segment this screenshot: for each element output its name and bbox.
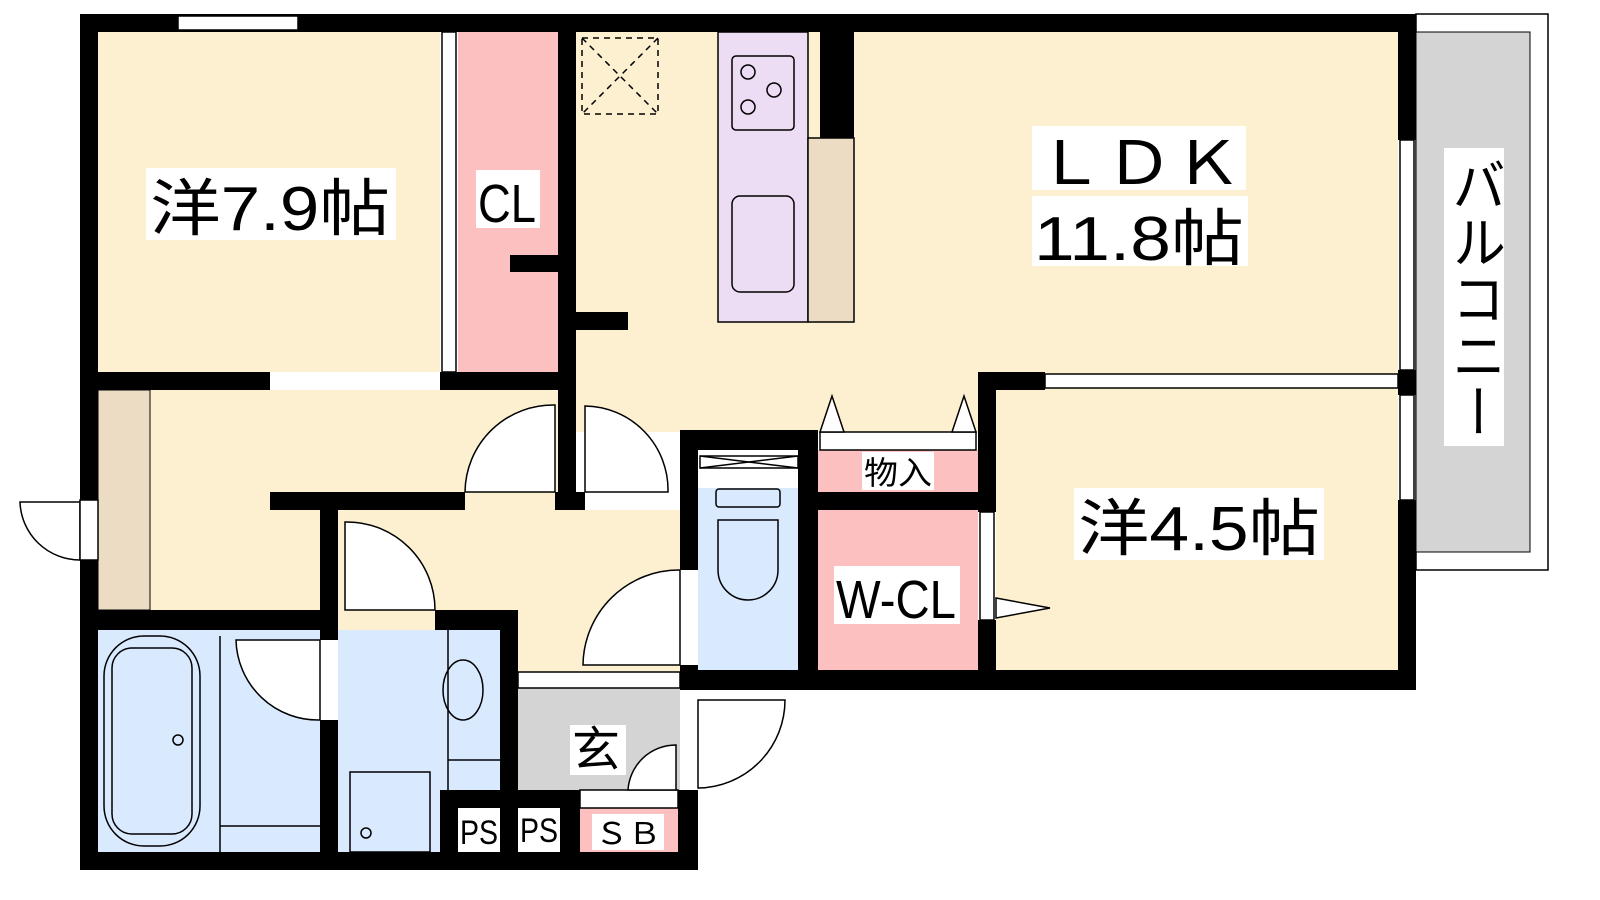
ps-box-1 [458, 808, 500, 852]
burner-icon [766, 82, 782, 98]
ldk-balcony-window [1399, 139, 1415, 371]
toilet-icon [715, 488, 781, 508]
cabinet-door-right [950, 393, 978, 433]
sb-step [579, 789, 679, 809]
door-toilet[interactable] [582, 569, 681, 666]
bathtub-icon [103, 635, 201, 847]
burner-icon [740, 99, 756, 115]
label-ps-1: PS [460, 814, 498, 852]
doors [19, 393, 1051, 791]
kitchen-counter [717, 31, 809, 323]
walls [80, 14, 1416, 870]
door-western-7-9[interactable] [464, 404, 556, 493]
door-front[interactable] [697, 699, 786, 789]
windows [177, 15, 1415, 501]
room-toilet[interactable] [698, 488, 798, 670]
label-balcony: バルコニー [1443, 156, 1506, 440]
western-balcony-window [1399, 394, 1415, 501]
label-western-4-5: 洋4.5帖 [1078, 495, 1320, 564]
ps-box-2 [518, 808, 560, 852]
labels: 洋7.9帖 CL ＬＤＫ 11.8帖 洋4.5帖 W-CL 物入 バルコニー 玄… [146, 126, 1506, 852]
door-washroom[interactable] [344, 521, 436, 611]
door-shoe-box[interactable] [627, 744, 677, 791]
room-ldk[interactable] [576, 32, 1398, 432]
fridge-space-icon [581, 37, 659, 115]
stove-icon [731, 55, 795, 131]
door-walk-in-closet[interactable] [995, 597, 1051, 619]
label-closet: CL [478, 174, 536, 234]
wash-basin-icon [442, 659, 484, 721]
storage-door [819, 431, 977, 451]
burner-icon [740, 64, 756, 80]
entrance-step [517, 671, 681, 689]
window-top [177, 15, 299, 31]
label-entrance: 玄 [572, 722, 620, 778]
ldk-sliding-door [1044, 373, 1399, 389]
label-ldk-size: 11.8帖 [1034, 205, 1244, 274]
door-bath[interactable] [235, 639, 321, 721]
fixtures [103, 455, 799, 853]
closet-sliding-door [441, 31, 457, 373]
label-walk-in-closet: W-CL [836, 570, 956, 630]
door-exterior-side[interactable] [19, 501, 81, 561]
label-ps-2: PS [520, 812, 558, 850]
door-ldk[interactable] [584, 405, 669, 493]
cabinet-door-left [818, 393, 846, 433]
sink-icon [731, 195, 795, 293]
kitchen [581, 31, 855, 323]
label-ldk: ＬＤＫ [1036, 129, 1242, 199]
kitchen-side-counter [807, 137, 855, 323]
label-western-7-9: 洋7.9帖 [150, 175, 390, 244]
label-shoe-box: ＳＢ [595, 817, 661, 852]
label-storage: 物入 [864, 454, 932, 492]
hall-storage-strip [97, 389, 151, 611]
